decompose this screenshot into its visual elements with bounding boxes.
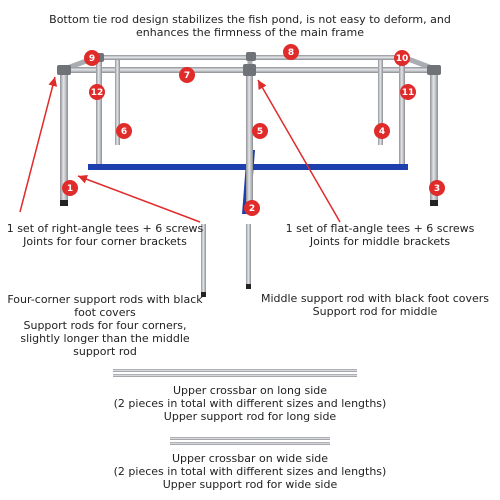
arrows (19, 76, 341, 223)
corner-rod-caption: Four-corner support rods with black foot… (0, 293, 210, 358)
corner-support-rod (201, 224, 206, 297)
svg-text:5: 5 (257, 127, 263, 137)
middle-support-rod (246, 224, 251, 289)
svg-text:3: 3 (434, 184, 440, 194)
svg-text:11: 11 (402, 88, 415, 98)
front-right-leg (430, 70, 438, 206)
svg-text:6: 6 (121, 127, 127, 137)
badge-5: 5 (252, 123, 268, 139)
badge-1: 1 (62, 180, 78, 196)
long-bar-caption: Upper crossbar on long side (2 pieces in… (70, 384, 430, 423)
corner-rod-line-1: Four-corner support rods with black (7, 293, 203, 306)
badge-6: 6 (116, 123, 132, 139)
corner-rod-line-4: slightly longer than the middle (20, 332, 190, 345)
svg-text:7: 7 (184, 71, 190, 81)
corner-tee-caption: 1 set of right-angle tees + 6 screws Joi… (0, 222, 210, 248)
svg-text:12: 12 (91, 88, 104, 98)
corner-rod-line-3: Support rods for four corners, (23, 319, 187, 332)
svg-text:1: 1 (67, 184, 73, 194)
badge-12: 12 (89, 84, 105, 100)
badge-4: 4 (374, 123, 390, 139)
title-line-2: enhances the firmness of the main frame (136, 26, 364, 39)
front-middle-leg (246, 70, 253, 208)
svg-text:9: 9 (89, 54, 95, 64)
corner-rod-line-5: support rod (73, 345, 137, 358)
title-line-1: Bottom tie rod design stabilizes the fis… (49, 13, 451, 26)
wide-bar-line-2: (2 pieces in total with different sizes … (113, 465, 387, 478)
svg-text:4: 4 (379, 127, 385, 137)
badge-11: 11 (400, 84, 416, 100)
badge-7: 7 (179, 67, 195, 83)
badge-8: 8 (283, 44, 299, 60)
svg-text:2: 2 (249, 204, 255, 214)
front-left-leg (60, 70, 68, 206)
long-crossbars (113, 369, 357, 377)
back-right-leg (399, 58, 405, 170)
title: Bottom tie rod design stabilizes the fis… (0, 13, 500, 39)
corner-tee-line-2: Joints for four corner brackets (23, 235, 187, 248)
badge-2: 2 (244, 200, 260, 216)
badge-3: 3 (429, 180, 445, 196)
wide-crossbars (170, 437, 330, 445)
badge-10: 10 (394, 50, 410, 66)
corner-rod-line-2: foot covers (74, 306, 136, 319)
back-left-leg (96, 58, 102, 170)
middle-rod-line-2: Support rod for middle (312, 305, 438, 318)
wide-bar-line-3: Upper support rod for wide side (162, 478, 338, 491)
long-bar-line-2: (2 pieces in total with different sizes … (113, 397, 387, 410)
wide-bar-line-1: Upper crossbar on wide side (171, 452, 329, 465)
middle-rod-caption: Middle support rod with black foot cover… (250, 292, 500, 318)
middle-tee-line-2: Joints for middle brackets (309, 235, 451, 248)
back-middle-legs (115, 60, 383, 145)
middle-rod-line-1: Middle support rod with black foot cover… (260, 292, 490, 305)
long-bar-line-1: Upper crossbar on long side (172, 384, 328, 397)
svg-text:10: 10 (396, 54, 409, 64)
corner-tee-line-1: 1 set of right-angle tees + 6 screws (6, 222, 204, 235)
middle-tee-line-1: 1 set of flat-angle tees + 6 screws (285, 222, 475, 235)
svg-text:8: 8 (288, 48, 294, 58)
wide-bar-caption: Upper crossbar on wide side (2 pieces in… (70, 452, 430, 491)
long-bar-line-3: Upper support rod for long side (163, 410, 337, 423)
middle-tee-caption: 1 set of flat-angle tees + 6 screws Join… (265, 222, 495, 248)
badge-9: 9 (84, 50, 100, 66)
